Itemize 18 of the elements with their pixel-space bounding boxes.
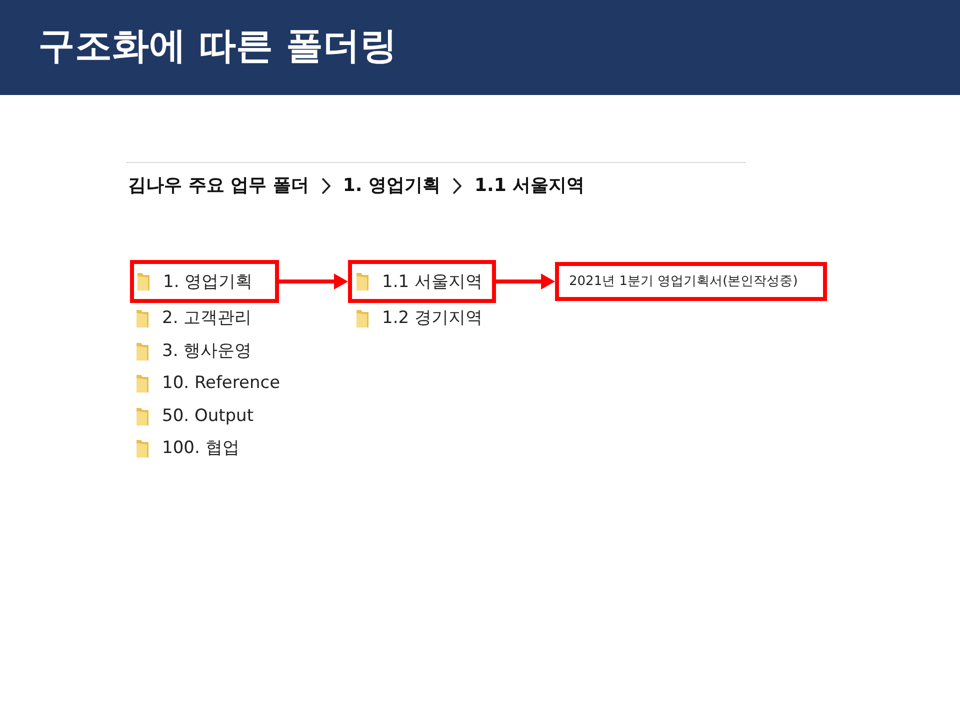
folder-name: 1. 영업기획 [163, 270, 253, 292]
slide-title: 구조화에 따른 폴더링 [38, 23, 397, 69]
highlight-box [348, 260, 496, 303]
folder-name: 3. 행사운영 [162, 340, 252, 362]
breadcrumb-item: 1.1 서울지역 [474, 174, 585, 198]
breadcrumb-item: 1. 영업기획 [342, 174, 440, 198]
arrow [496, 274, 555, 290]
highlight-box [130, 260, 279, 303]
breadcrumb-item: 김나우 주요 업무 폴더 [128, 174, 309, 198]
folder-name: 1.2 경기지역 [382, 307, 482, 329]
folder-name: 50. Output [162, 405, 254, 427]
highlight-box [555, 262, 827, 301]
arrow [279, 274, 348, 290]
folder-name: 10. Reference [162, 372, 280, 394]
file-name: 2021년 1분기 영업기획서(본인작성중) [569, 272, 798, 290]
folder-name: 1.1 서울지역 [382, 270, 482, 292]
folder-name: 2. 고객관리 [162, 307, 252, 329]
folder-name: 100. 협업 [162, 437, 240, 459]
